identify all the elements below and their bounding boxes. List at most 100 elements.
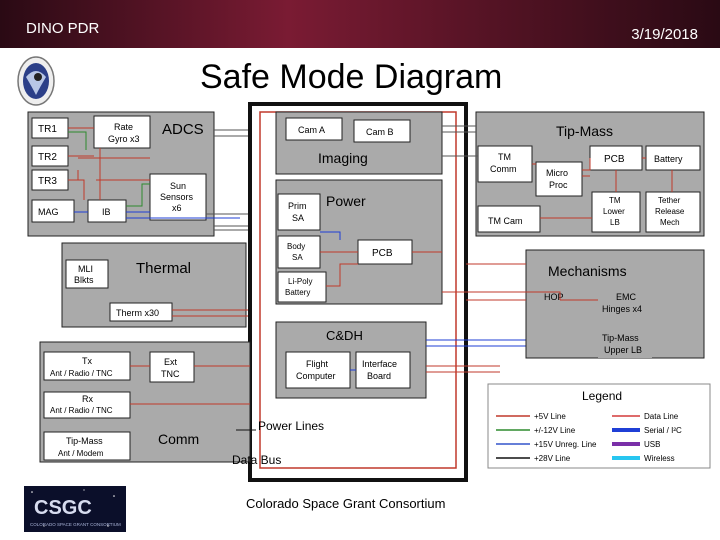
imaging-tipmass-wires xyxy=(442,125,478,157)
adcs-power-wires xyxy=(68,127,150,200)
adcs-bus-link xyxy=(206,129,250,231)
prim-sa-line2: SA xyxy=(292,213,304,223)
comm-label: Comm xyxy=(158,431,199,447)
comm-tipmass-line2: Ant / Modem xyxy=(58,449,104,458)
rate-gyro-line2: Gyro x3 xyxy=(108,134,140,144)
cam-a-label: Cam A xyxy=(298,125,325,135)
emc-hinges-line1: EMC xyxy=(616,292,637,302)
sun-sensors-line2: Sensors xyxy=(160,192,194,202)
legend-label-1: +/-12V Line xyxy=(534,426,576,435)
power-label: Power xyxy=(326,193,366,209)
tm-cam-label: TM Cam xyxy=(488,216,523,226)
power-blue-wire xyxy=(320,231,341,240)
sun-sensors-box xyxy=(149,173,207,221)
legend-item-0: +5V Line xyxy=(496,412,566,421)
csgc-logo-subtext: COLORADO SPACE GRANT CONSORTIUM xyxy=(30,522,121,527)
comm-tipmass-box xyxy=(43,431,131,461)
body-sa-line1: Body xyxy=(287,242,305,251)
ext-tnc-line1: Ext xyxy=(164,357,178,367)
interface-board-line2: Board xyxy=(367,371,391,381)
tm-comm-line1: TM xyxy=(498,152,511,162)
rate-gyro-line1: Rate xyxy=(114,122,133,132)
rx-line2: Ant / Radio / TNC xyxy=(50,406,113,415)
ib-label: IB xyxy=(102,207,111,217)
therm-box xyxy=(109,302,173,322)
tm-pcb-box xyxy=(589,145,643,171)
therm-label: Therm x30 xyxy=(116,308,159,318)
tx-line1: Tx xyxy=(82,356,92,366)
legend-item-2: +15V Unreg. Line xyxy=(496,440,597,449)
power-pcb-box xyxy=(357,239,413,265)
body-sa-line2: SA xyxy=(292,253,303,262)
sun-sensors-line3: x6 xyxy=(172,203,182,213)
mag-label: MAG xyxy=(38,207,59,217)
flight-computer-line2: Computer xyxy=(296,371,336,381)
lipoly-line1: Li-Poly xyxy=(288,277,312,286)
legend-item-7: Wireless xyxy=(612,454,675,463)
cam-b-label: Cam B xyxy=(366,127,394,137)
ext-tnc-box xyxy=(149,351,195,383)
emc-hinges-box xyxy=(598,288,652,318)
cam-b-box xyxy=(353,119,411,143)
prim-sa-box xyxy=(277,193,321,231)
interface-board-line1: Interface xyxy=(362,359,397,369)
prim-sa-line1: Prim xyxy=(288,201,307,211)
legend-item-6: USB xyxy=(612,440,660,449)
adcs-green-wires xyxy=(68,131,150,207)
tm-battery-label: Battery xyxy=(654,154,683,164)
micro-proc-box xyxy=(535,161,583,197)
mli-box xyxy=(65,259,109,289)
tm-comm-line2: Comm xyxy=(490,164,517,174)
tether-line1: Tether xyxy=(658,196,681,205)
legend-item-3: +28V Line xyxy=(496,454,571,463)
mli-line1: MLI xyxy=(78,264,93,274)
tm-comm-box xyxy=(477,145,533,183)
ib-box xyxy=(87,199,127,223)
header-date: 3/19/2018 xyxy=(631,26,698,43)
legend-box xyxy=(487,383,711,469)
imaging-label: Imaging xyxy=(318,150,368,166)
emc-hinges-line2: Hinges x4 xyxy=(602,304,642,314)
data-bus-label: Data Bus xyxy=(232,453,281,467)
body-sa-box xyxy=(277,235,321,269)
slide-title: Safe Mode Diagram xyxy=(200,58,503,96)
tm-lower-line2: Lower xyxy=(603,207,625,216)
mechanisms-wires xyxy=(442,263,598,301)
tipmass-wires xyxy=(532,157,673,219)
legend-label-4: Data Line xyxy=(644,412,679,421)
comm-tipmass-line1: Tip-Mass xyxy=(66,436,103,446)
rate-gyro-box xyxy=(93,115,151,149)
csgc-logo: CSGC COLORADO SPACE GRANT CONSORTIUM xyxy=(24,486,126,532)
legend-item-5: Serial / I²C xyxy=(612,426,682,435)
adcs-data-wires xyxy=(74,211,240,219)
legend-item-4: Data Line xyxy=(612,412,679,421)
tr2-label: TR2 xyxy=(38,152,57,163)
footer-text: Colorado Space Grant Consortium xyxy=(246,496,446,511)
tether-line3: Mech xyxy=(660,218,680,227)
tm-lower-line1: TM xyxy=(609,196,621,205)
tx-line2: Ant / Radio / TNC xyxy=(50,369,113,378)
tx-box xyxy=(43,351,131,381)
legend-label-5: Serial / I²C xyxy=(644,426,682,435)
flight-computer-box xyxy=(285,351,351,389)
tm-pcb-label: PCB xyxy=(604,154,625,165)
tipmass-label: Tip-Mass xyxy=(556,123,613,139)
tm-cam-box xyxy=(477,205,541,233)
cdh-label: C&DH xyxy=(326,328,363,343)
tether-release-box xyxy=(645,191,701,233)
legend-label-3: +28V Line xyxy=(534,454,571,463)
thermal-label: Thermal xyxy=(136,260,191,277)
cam-a-box xyxy=(285,117,343,141)
rx-line1: Rx xyxy=(82,394,93,404)
legend-label-7: Wireless xyxy=(644,454,675,463)
tipmass-upper-box xyxy=(598,330,652,358)
csgc-logo-text: CSGC xyxy=(34,497,92,519)
ext-tnc-line2: TNC xyxy=(161,369,180,379)
lipoly-box xyxy=(277,271,327,303)
legend-item-1: +/-12V Line xyxy=(496,426,576,435)
dino-mission-logo xyxy=(17,56,55,106)
legend-label-2: +15V Unreg. Line xyxy=(534,440,597,449)
power-pcb-label: PCB xyxy=(372,248,393,259)
header-project: DINO PDR xyxy=(26,20,100,37)
